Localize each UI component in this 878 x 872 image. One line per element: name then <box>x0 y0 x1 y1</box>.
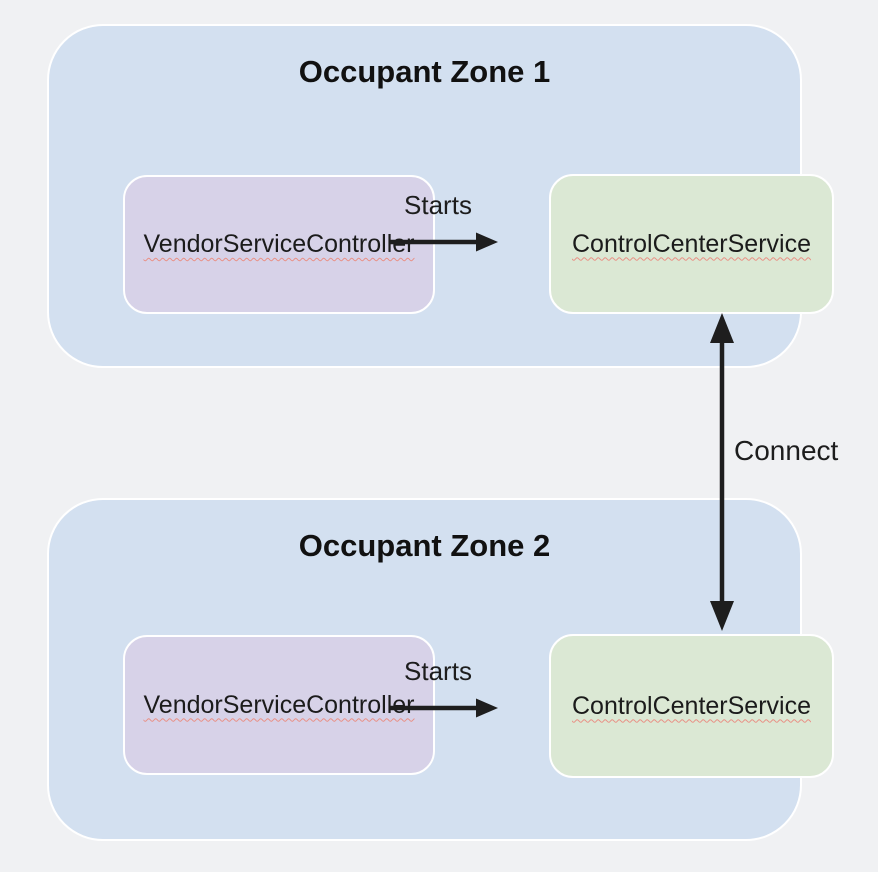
zone-1-vendor-service-controller-label: VendorServiceController <box>143 230 415 258</box>
zone-1-vendor-service-controller-node: VendorServiceController <box>123 175 435 314</box>
zone-1-title: Occupant Zone 1 <box>298 54 551 89</box>
zone-1-control-center-service-node: ControlCenterService <box>549 174 834 314</box>
zone-2-starts-edge-label: Starts <box>404 656 472 686</box>
zone-1-control-center-service-label: ControlCenterService <box>572 229 811 258</box>
zone-2-control-center-service-label: ControlCenterService <box>572 691 811 720</box>
zone-2-title: Occupant Zone 2 <box>298 528 551 563</box>
zone-2-control-center-service-node: ControlCenterService <box>549 634 834 778</box>
zone-2-vendor-service-controller-node: VendorServiceController <box>123 635 435 775</box>
occupant-zone-1: Occupant Zone 1 VendorServiceController … <box>47 24 834 368</box>
occupant-zone-2: Occupant Zone 2 VendorServiceController … <box>47 498 834 841</box>
connect-edge-label: Connect <box>734 435 839 466</box>
zone-2-vendor-service-controller-label: VendorServiceController <box>143 690 415 719</box>
zone-1-starts-edge-label: Starts <box>404 190 472 220</box>
